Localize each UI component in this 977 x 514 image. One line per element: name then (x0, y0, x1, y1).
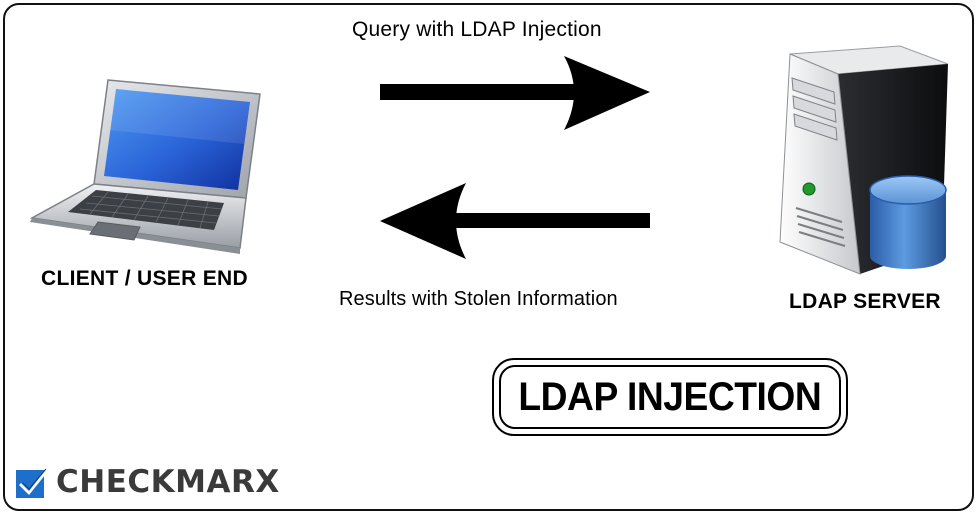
checkbox-check-icon (16, 468, 49, 498)
arrow-left-icon (380, 183, 650, 259)
server-tower-database-icon (772, 42, 962, 287)
server-label: LDAP SERVER (789, 290, 941, 313)
client-label: CLIENT / USER END (41, 267, 248, 290)
title-badge-inner: LDAP INJECTION (499, 365, 841, 429)
diagram-title: LDAP INJECTION (518, 374, 822, 419)
laptop-icon (28, 72, 268, 259)
title-badge: LDAP INJECTION (492, 358, 848, 436)
request-label: Query with LDAP Injection (352, 18, 602, 41)
arrow-right-icon (380, 56, 650, 130)
brand-logo: CHECKMARX (14, 464, 280, 500)
brand-name: CHECKMARX (56, 464, 280, 500)
response-label: Results with Stolen Information (339, 288, 618, 310)
